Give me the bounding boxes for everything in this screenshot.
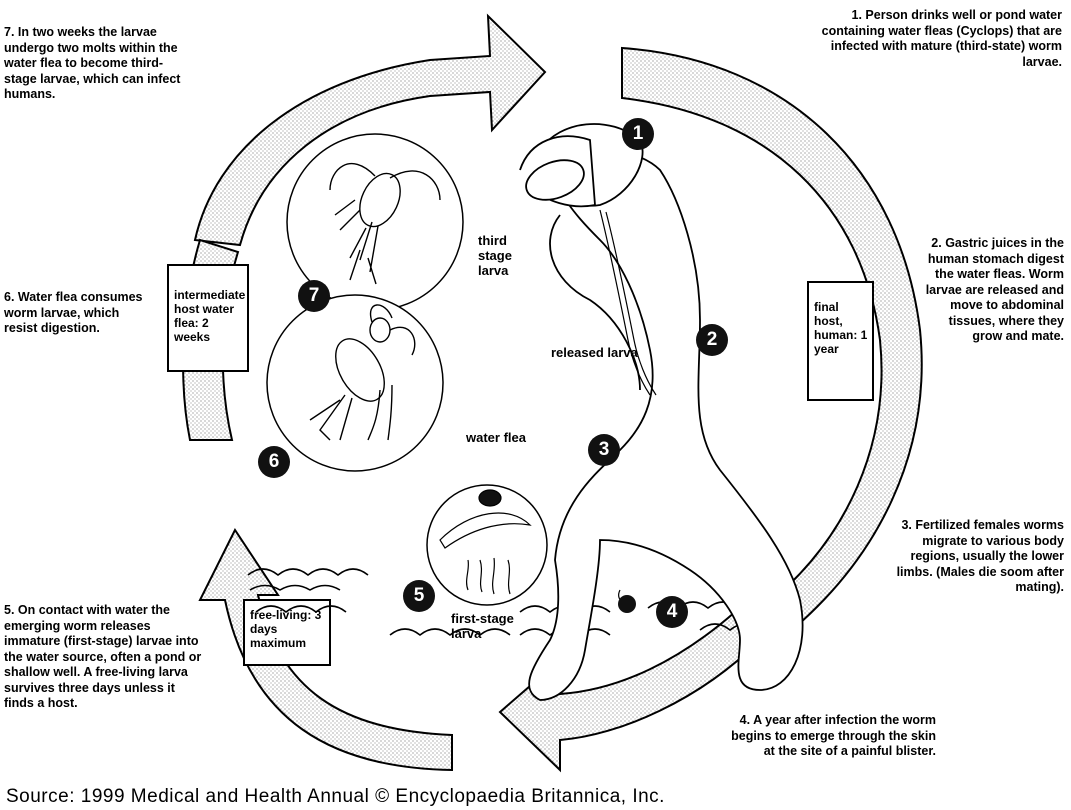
step-2-text: 2. Gastric juices in the human stomach d… <box>920 236 1064 345</box>
step-7-badge: 7 <box>298 280 330 312</box>
step-3-badge: 3 <box>588 434 620 466</box>
third-stage-larva-label: third stage larva <box>478 233 538 278</box>
final-host-label: final host, human: 1 year <box>814 300 870 356</box>
step-4-badge: 4 <box>656 596 688 628</box>
source-credit: Source: 1999 Medical and Health Annual ©… <box>6 786 665 808</box>
step-5-badge: 5 <box>403 580 435 612</box>
free-living-label: free-living: 3 days maximum <box>250 608 326 650</box>
intermediate-host-label: intermediate host water flea: 2 weeks <box>174 288 244 344</box>
step-2-badge: 2 <box>696 324 728 356</box>
step-5-text: 5. On contact with water the emerging wo… <box>4 603 204 712</box>
first-stage-larva-label: first-stage larva <box>451 611 531 641</box>
released-larva-label: released larva <box>551 345 671 360</box>
step-4-text: 4. A year after infection the worm begin… <box>722 713 936 760</box>
step-6-badge: 6 <box>258 446 290 478</box>
step-1-text: 1. Person drinks well or pond water cont… <box>800 8 1062 70</box>
step-7-text: 7. In two weeks the larvae undergo two m… <box>4 25 194 103</box>
step-3-text: 3. Fertilized females worms migrate to v… <box>874 518 1064 596</box>
step-1-badge: 1 <box>622 118 654 150</box>
step-6-text: 6. Water flea consumes worm larvae, whic… <box>4 290 154 337</box>
water-flea-label: water flea <box>466 430 556 445</box>
blister-dot <box>618 595 636 613</box>
